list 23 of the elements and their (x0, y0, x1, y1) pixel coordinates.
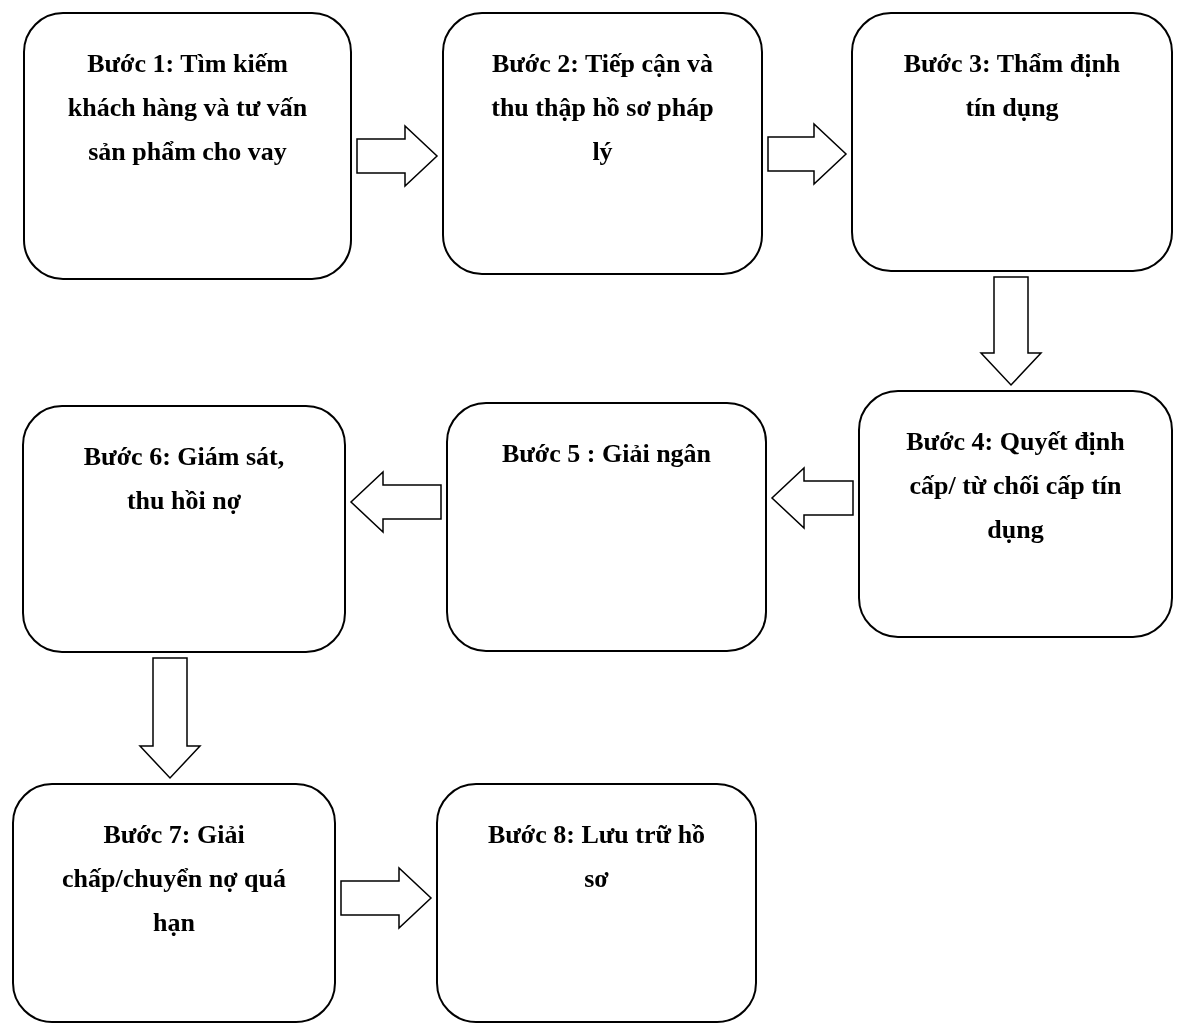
block-arrow (356, 124, 439, 188)
step-label: Bước 7: Giải chấp/chuyển nợ quá hạn (61, 819, 287, 939)
block-arrow (349, 470, 442, 534)
block-arrow (340, 866, 433, 930)
step-box (23, 12, 352, 280)
step-box (22, 405, 346, 653)
step-box (851, 12, 1173, 272)
block-arrow (767, 122, 848, 186)
step-label: Bước 5 : Giải ngân (501, 438, 712, 470)
step-box (446, 402, 767, 652)
step-box (436, 783, 757, 1023)
block-arrow (138, 657, 202, 780)
step-label: Bước 8: Lưu trữ hồ sơ (486, 819, 707, 895)
step-box (12, 783, 336, 1023)
step-box (858, 390, 1173, 638)
block-arrow (979, 276, 1043, 387)
step-label: Bước 4: Quyết định cấp/ từ chối cấp tín dụng (905, 426, 1126, 546)
step-label: Bước 1: Tìm kiếm khách hàng và tư vấn sản phẩm cho vay (66, 48, 309, 168)
step-label: Bước 2: Tiếp cận và thu thập hồ sơ pháp lý (490, 48, 715, 168)
step-label: Bước 6: Giám sát, thu hồi nợ (82, 441, 286, 517)
block-arrow (770, 466, 854, 530)
step-box (442, 12, 763, 275)
step-label: Bước 3: Thẩm định tín dụng (902, 48, 1122, 124)
